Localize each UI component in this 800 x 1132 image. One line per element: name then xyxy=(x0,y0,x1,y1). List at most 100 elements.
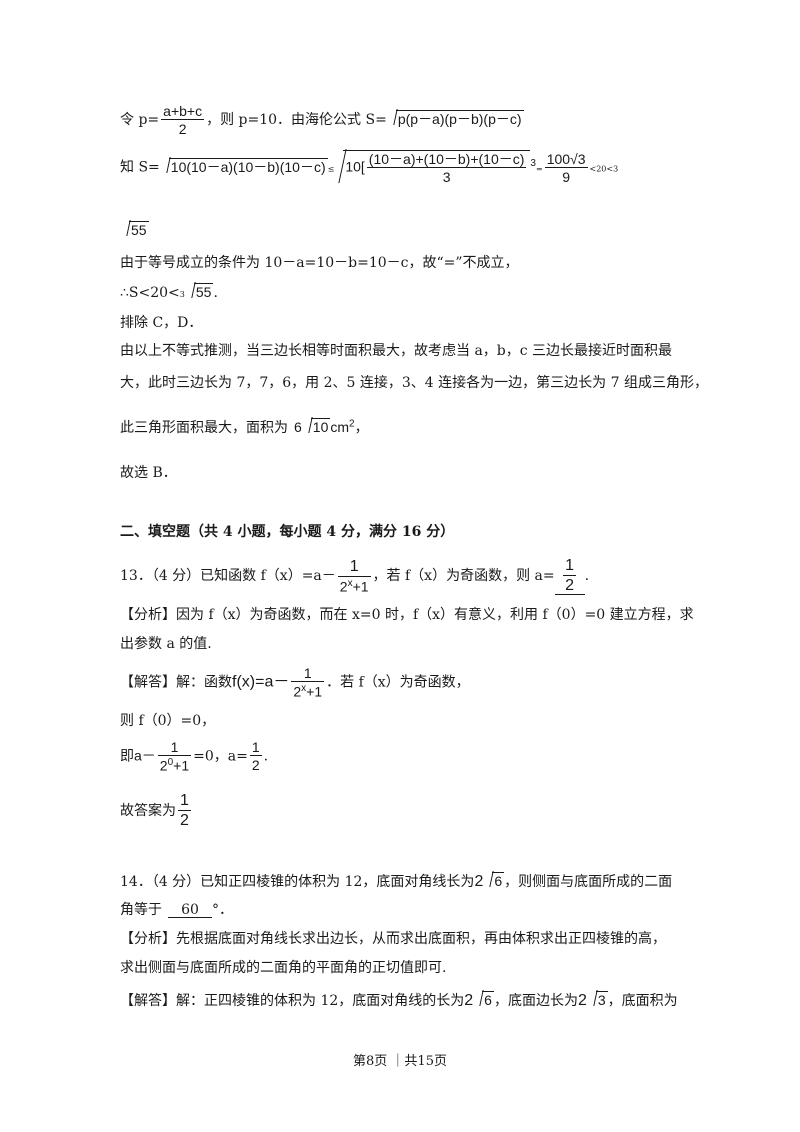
coefficient: 2 xyxy=(464,992,474,1009)
denominator: 2 xyxy=(251,757,260,774)
text: 令 p= xyxy=(120,112,160,128)
section-heading: 二、填空题（共 4 小题，每小题 4 分，满分 16 分） xyxy=(120,524,455,540)
text: ．若 f（x）为奇函数， xyxy=(326,674,470,691)
paragraph: 故选 B． xyxy=(120,465,177,481)
text: ，底面边长为 xyxy=(493,993,578,1009)
text: +1 xyxy=(306,683,323,700)
text: 即 xyxy=(120,748,134,765)
inequality-line: 知 S= 10(10－a)(10－b)(10－c)≤10[(10－a)+(10－b… xyxy=(120,150,618,184)
radicand: 55 xyxy=(129,221,149,238)
analysis: 求出侧面与底面所成的二面角的平面角的正切值即可. xyxy=(120,960,447,976)
unit: cm xyxy=(330,419,350,435)
numerator: 1 xyxy=(178,792,191,811)
text: ∴S<20< xyxy=(120,285,180,301)
coefficient: 2 xyxy=(474,873,484,890)
sqrt: 3 xyxy=(587,991,608,1007)
radicand: 6 xyxy=(482,991,494,1008)
root-index: 3 xyxy=(179,290,185,299)
text: . xyxy=(584,568,590,584)
text: 14．（4 分）已知正四棱锥的体积为 12，底面对角线长为 xyxy=(120,874,475,890)
text: 【解答】解：函数 xyxy=(120,674,232,691)
radicand: 55 xyxy=(193,283,214,300)
text: 角等于 xyxy=(120,902,162,918)
text: =0，a= xyxy=(193,748,248,765)
text: ，则 p=10．由海伦公式 S= xyxy=(206,112,387,128)
numerator: (10－a)+(10－b)+(10－c) xyxy=(366,151,527,168)
formula: f(x)=a－ xyxy=(232,673,290,691)
analysis: 出参数 a 的值. xyxy=(120,636,212,652)
text: 知 S= xyxy=(120,159,160,176)
paragraph: 由以上不等式推测，当三边长相等时面积最大，故考虑当 a，b，c 三边长最接近时面… xyxy=(120,343,673,359)
radicand: 3 xyxy=(595,991,608,1008)
sqrt: 10(10－a)(10－b)(10－c) xyxy=(160,157,328,175)
paragraph: 大，此时三边长为 7，7，6，用 2、5 连接，3、4 连接各为一边，第三边长为… xyxy=(120,375,708,391)
sqrt: p(p－a)(p－b)(p－c) xyxy=(387,110,524,126)
text: +1 xyxy=(173,757,190,774)
numerator: 1 xyxy=(563,557,577,576)
denominator: 2 xyxy=(565,577,575,594)
analysis: 【分析】先根据底面对角线长求出边长，从而求出底面积，再由体积求出正四棱锥的高， xyxy=(120,931,666,947)
text: °． xyxy=(212,902,233,918)
coefficient: 6 xyxy=(294,419,302,435)
numerator: 1 xyxy=(249,739,262,757)
text: . xyxy=(213,285,218,301)
text: 【解答】解：正四棱锥的体积为 12，底面对角线的长为 xyxy=(120,993,465,1009)
eq-sign: = xyxy=(535,164,543,174)
text: a－ xyxy=(134,747,156,764)
question-14-cont: 角等于 60°． xyxy=(120,903,233,918)
coefficient: 2 xyxy=(577,992,587,1009)
text: +1 xyxy=(352,578,369,595)
text: 故答案为 xyxy=(120,803,176,819)
le-sign: ≤ xyxy=(327,164,335,174)
denominator: 2 xyxy=(293,683,302,700)
numerator: 1 xyxy=(291,666,325,682)
sqrt55-line: 55 xyxy=(120,221,149,238)
radicand: 6 xyxy=(492,872,505,889)
page-footer: 第8页 ｜共15页 xyxy=(353,1054,447,1069)
sqrt: 10[(10－a)+(10－b)+(10－c)3 xyxy=(334,150,531,185)
answer-blank: 60 xyxy=(168,903,212,918)
denominator: 9 xyxy=(562,168,570,185)
exponent: 2 xyxy=(349,418,355,430)
conclusion-line: ∴S<20<3 55. xyxy=(120,283,218,300)
sqrt: 55 xyxy=(120,221,149,237)
sqrt: 55 xyxy=(185,283,214,299)
numerator: 1 xyxy=(337,558,371,577)
exponent: x xyxy=(347,577,353,589)
exponent: 0 xyxy=(167,757,174,768)
text: 13．（4 分）已知函数 f（x）=a－ xyxy=(120,568,336,584)
paragraph: 排除 C，D． xyxy=(120,315,203,331)
exponent: x xyxy=(301,683,307,694)
denominator: 2 xyxy=(339,578,348,595)
exponent: 3 xyxy=(530,158,536,170)
denominator: 3 xyxy=(442,169,451,185)
text: ， xyxy=(354,420,369,436)
denominator: 2 xyxy=(180,812,189,829)
paragraph: 由于等号成立的条件为 10－a=10－b=10－c，故“=”不成立， xyxy=(120,255,519,271)
denominator: 2 xyxy=(178,121,187,137)
radicand: 10 xyxy=(310,418,331,435)
text: . xyxy=(263,748,269,765)
fraction: (10－a)+(10－b)+(10－c)3 xyxy=(366,151,527,185)
paragraph: 则 f（0）=0， xyxy=(120,713,216,729)
numerator: a+b+c xyxy=(161,103,205,120)
text: <20<3 xyxy=(589,164,619,174)
numerator: 1 xyxy=(157,740,192,756)
radicand: 10(10－a)(10－b)(10－c) xyxy=(168,157,328,175)
denominator: 2 xyxy=(159,757,168,774)
text: ，则侧面与底面所成的二面 xyxy=(504,874,673,890)
